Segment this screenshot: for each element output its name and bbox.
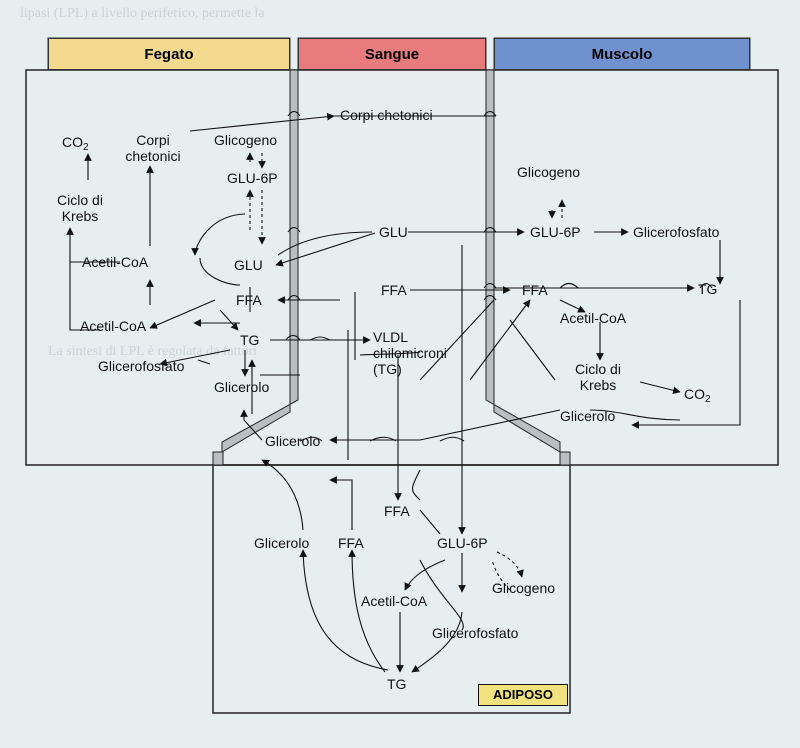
muscle-glicerolo: Glicerolo bbox=[560, 408, 616, 424]
background-text-line: La sintesi di LPL è regolata da fattori bbox=[48, 344, 258, 359]
muscle-glu6p: GLU-6P bbox=[530, 224, 581, 240]
liver-glicerofosfato: Glicerofosfato bbox=[98, 358, 185, 374]
muscle-acetil-coa: Acetil-CoA bbox=[560, 310, 627, 326]
header-bar-sangue bbox=[297, 37, 487, 71]
blood-glu: GLU bbox=[379, 224, 408, 240]
muscle-glicerofosfato: Glicerofosfato bbox=[633, 224, 720, 240]
liver-co2: CO2 bbox=[62, 134, 89, 153]
adipose-glicerofosfato: Glicerofosfato bbox=[432, 625, 519, 641]
liver-glicerolo: Glicerolo bbox=[214, 379, 270, 395]
muscle-co2: CO2 bbox=[684, 386, 711, 405]
adipose-glicerolo: Glicerolo bbox=[254, 535, 310, 551]
header-sangue: Sangue bbox=[298, 38, 486, 70]
liver-tg: TG bbox=[240, 332, 260, 348]
adipose-box bbox=[212, 464, 571, 714]
muscle-ciclo-krebs: Ciclo di Krebs bbox=[575, 361, 621, 393]
liver-ciclo-krebs: Ciclo di Krebs bbox=[57, 192, 103, 224]
liver-acetil-coa-1: Acetil-CoA bbox=[82, 254, 149, 270]
blood-glicerolo: Glicerolo bbox=[265, 433, 321, 449]
adipose-tissue-label: ADIPOSO bbox=[478, 684, 568, 706]
vessel-walls bbox=[212, 69, 571, 466]
header-muscolo: Muscolo bbox=[494, 38, 750, 70]
adipose-tg: TG bbox=[387, 676, 407, 692]
adipose-acetil-coa: Acetil-CoA bbox=[361, 593, 428, 609]
header-bar-muscolo bbox=[493, 37, 751, 71]
header-fegato: Fegato bbox=[48, 38, 290, 70]
blood-ffa: FFA bbox=[381, 282, 407, 298]
adipose-ffa: FFA bbox=[338, 535, 364, 551]
adipose-glicogeno: Glicogeno bbox=[492, 580, 556, 596]
muscle-glicogeno: Glicogeno bbox=[517, 164, 581, 180]
vessel-crossing-arcs bbox=[285, 110, 713, 341]
adipose-glu6p: GLU-6P bbox=[437, 535, 488, 551]
liver-acetil-coa-2: Acetil-CoA bbox=[80, 318, 147, 334]
background-text: lipasi (LPL) a livello periferico, perme… bbox=[0, 0, 800, 359]
background-text-line: lipasi (LPL) a livello periferico, perme… bbox=[20, 6, 265, 21]
blood-vldl: VLDL chilomicroni (TG) bbox=[373, 329, 447, 377]
muscle-ffa: FFA bbox=[522, 282, 548, 298]
liver-corpi-chetonici: Corpi chetonici bbox=[125, 132, 181, 164]
blood-corpi-chetonici: Corpi chetonici bbox=[340, 107, 433, 123]
liver-ffa: FFA bbox=[236, 292, 262, 308]
adipose-ffa-top: FFA bbox=[384, 503, 410, 519]
pathway-arrows bbox=[66, 112, 741, 673]
liver-glu6p: GLU-6P bbox=[227, 170, 278, 186]
liver-glicogeno: Glicogeno bbox=[214, 132, 278, 148]
muscle-tg: TG bbox=[698, 281, 718, 297]
liver-glu: GLU bbox=[234, 257, 263, 273]
